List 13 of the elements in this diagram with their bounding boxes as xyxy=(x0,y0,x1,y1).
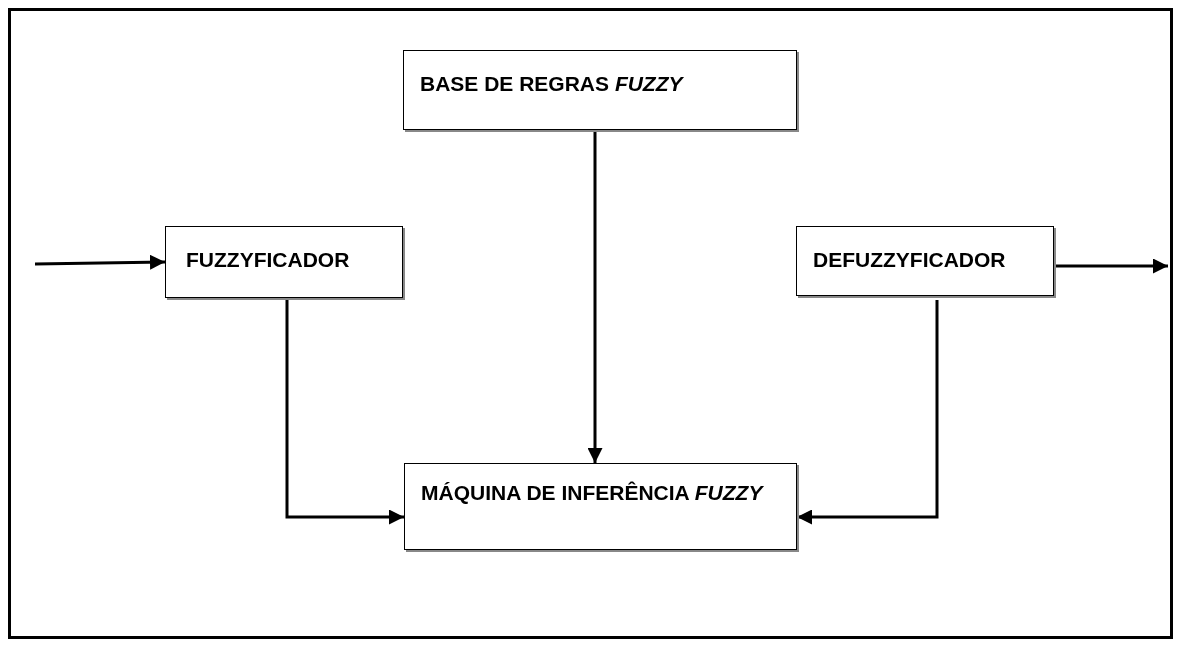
process-box xyxy=(165,226,403,298)
box-label: FUZZYFICADOR xyxy=(186,247,351,273)
arrow xyxy=(587,130,603,463)
box-label: DEFUZZYFICADOR xyxy=(813,247,1007,273)
arrow xyxy=(285,298,404,525)
box-label: MÁQUINA DE INFERÊNCIA FUZZY xyxy=(421,480,765,506)
process-box xyxy=(796,226,1054,296)
process-box xyxy=(404,463,797,550)
process-box xyxy=(403,50,797,130)
box-label: BASE DE REGRAS FUZZY xyxy=(420,71,685,97)
arrow xyxy=(797,300,939,525)
arrow xyxy=(34,254,166,270)
arrow xyxy=(1054,258,1168,274)
